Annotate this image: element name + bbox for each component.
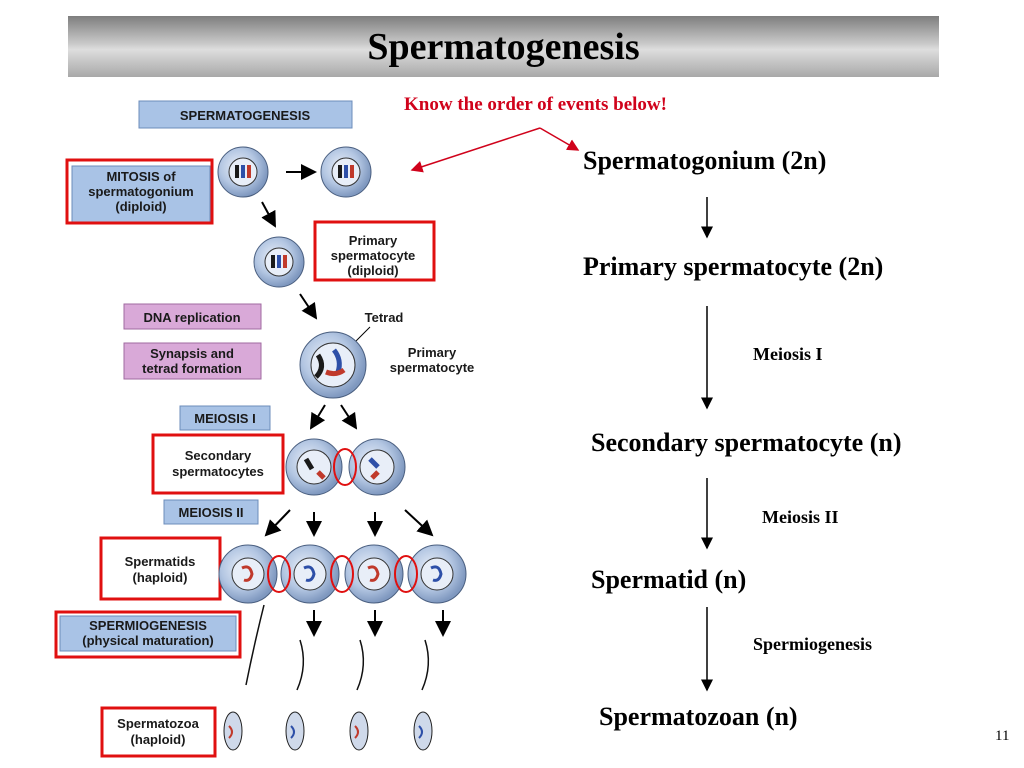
sperm-tails xyxy=(245,604,430,691)
title-bar: Spermatogenesis xyxy=(68,16,939,77)
meiosis1-box xyxy=(179,405,271,431)
synapsis-box xyxy=(123,342,262,380)
tetrad-label: Tetrad xyxy=(365,310,404,325)
secondary-junction-circle xyxy=(333,448,357,486)
figure-header-box xyxy=(138,100,353,129)
primary-spermatocyte-line-1: Primary xyxy=(408,345,457,360)
note-text: Know the order of events below! xyxy=(404,94,667,115)
mitosis-highlight xyxy=(65,158,214,225)
process-meiosis-1: Meiosis I xyxy=(753,344,823,364)
primary-diploid-line-1: Primary xyxy=(349,233,398,248)
meiosis1-arrow-right xyxy=(340,404,358,430)
meiosis2-label: MEIOSIS II xyxy=(178,505,243,520)
meiosis1-arrow-left xyxy=(309,404,326,430)
spermiogenesis-highlight xyxy=(54,610,242,659)
spermatozoa-heads xyxy=(223,711,433,751)
spermiogenesis-line-1: SPERMIOGENESIS xyxy=(89,618,207,633)
primary-spermatocyte-line-2: spermatocyte xyxy=(390,360,475,375)
process-spermiogenesis: Spermiogenesis xyxy=(753,634,872,654)
step-spermatid: Spermatid (n) xyxy=(591,565,747,594)
spermiogenesis-arrows xyxy=(306,610,451,637)
dna-replication-box xyxy=(123,303,262,330)
primary-diploid-highlight xyxy=(313,220,436,282)
meiosis1-label: MEIOSIS I xyxy=(194,411,255,426)
mitosis-line-3: (diploid) xyxy=(115,199,166,214)
spermatid-junction-circles xyxy=(267,555,418,593)
step-primary-spermatocyte: Primary spermatocyte (2n) xyxy=(583,252,884,281)
slide-title: Spermatogenesis xyxy=(367,25,640,68)
secondary-line-1: Secondary xyxy=(185,448,252,463)
synapsis-line-1: Synapsis and xyxy=(150,346,234,361)
meiosis2-box xyxy=(163,499,259,525)
dna-replication-label: DNA replication xyxy=(143,310,240,325)
spermatozoa-line-1: Spermatozoa xyxy=(117,716,199,731)
mitosis-line-2: spermatogonium xyxy=(88,184,193,199)
spermatids-line-1: Spermatids xyxy=(125,554,196,569)
arrow-to-primary xyxy=(261,201,276,228)
secondary-highlight xyxy=(151,433,285,495)
primary-diploid-line-2: spermatocyte xyxy=(331,248,416,263)
spermatids-line-2: (haploid) xyxy=(133,570,188,585)
step-spermatogonium: Spermatogonium (2n) xyxy=(583,146,827,175)
step-secondary-spermatocyte: Secondary spermatocyte (n) xyxy=(591,428,902,457)
secondary-line-2: spermatocytes xyxy=(172,464,264,479)
tetrad-cell xyxy=(299,331,367,399)
arrow-to-tetrad xyxy=(299,293,318,320)
step-spermatozoan: Spermatozoan (n) xyxy=(599,702,798,731)
spermatid-cells xyxy=(218,544,467,604)
spermatozoa-line-2: (haploid) xyxy=(131,732,186,747)
primary-spermatocyte-cell xyxy=(253,236,305,288)
spermiogenesis-box xyxy=(59,615,237,652)
spermatozoa-highlight xyxy=(100,706,217,758)
page-number: 11 xyxy=(995,728,1010,744)
note-arrow-right xyxy=(539,127,580,151)
mitosis-line-1: MITOSIS of xyxy=(106,169,176,184)
process-meiosis-2: Meiosis II xyxy=(762,507,839,527)
spermatogonium-cell xyxy=(217,146,269,198)
note-arrow-left xyxy=(410,127,541,173)
meiosis2-arrows xyxy=(264,509,434,537)
synapsis-line-2: tetrad formation xyxy=(142,361,242,376)
figure-header: SPERMATOGENESIS xyxy=(180,108,311,123)
mitosis-label-box xyxy=(71,165,211,223)
primary-diploid-line-3: (diploid) xyxy=(347,263,398,278)
spermiogenesis-line-2: (physical maturation) xyxy=(82,633,213,648)
secondary-spermatocyte-cells xyxy=(285,438,406,496)
spermatogonium-daughter-cell xyxy=(320,146,372,198)
